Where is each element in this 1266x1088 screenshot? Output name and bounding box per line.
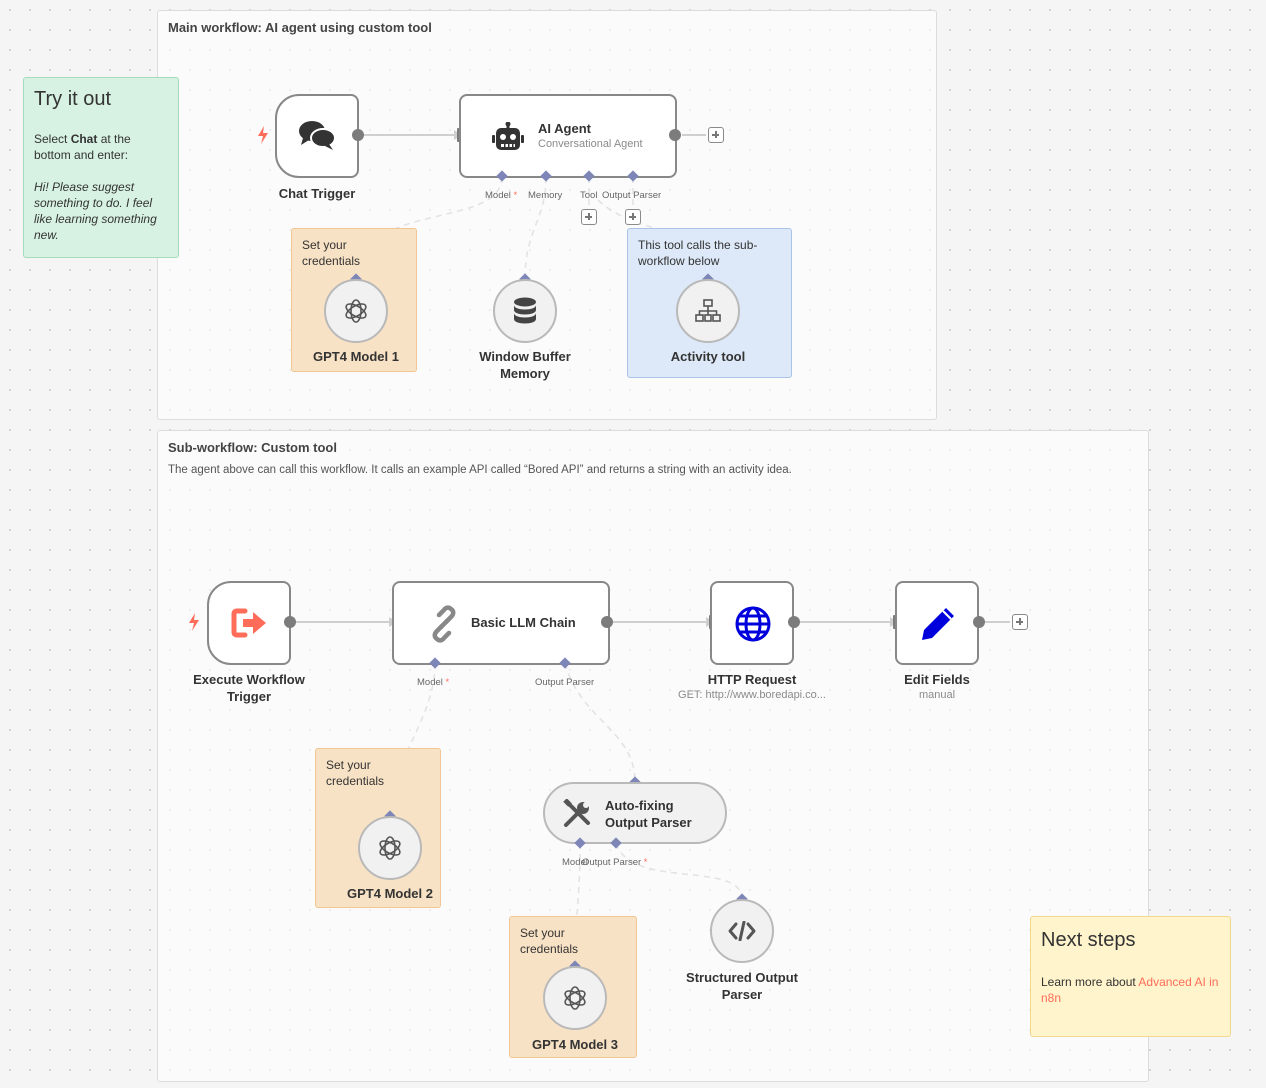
execute-workflow-trigger-node[interactable] [207, 581, 291, 665]
basic-llm-chain-node[interactable]: Basic LLM Chain [392, 581, 610, 665]
main-workflow-title: Main workflow: AI agent using custom too… [168, 20, 432, 35]
openai-icon [564, 986, 586, 1010]
auto-fixing-output-parser-node[interactable]: Auto-fixing Output Parser [543, 782, 727, 844]
pen-icon [922, 608, 954, 640]
gpt4-model-3-node[interactable] [543, 966, 607, 1030]
gpt4-model-3-label: GPT4 Model 3 [532, 1037, 618, 1052]
window-buffer-memory-node[interactable] [493, 279, 557, 343]
sticky-credentials-2-text: Set your credentials [326, 758, 385, 788]
exec-trigger-output-port[interactable] [284, 616, 296, 628]
sticky-credentials-3-text: Set your credentials [520, 926, 579, 956]
sticky-next-title: Next steps [1041, 929, 1136, 951]
sticky-next-steps[interactable]: Next steps Learn more about Advanced AI … [1030, 916, 1231, 1037]
sticky-try-text-bold: Chat [70, 132, 98, 146]
ai-agent-output-parser-label: Output Parser [602, 190, 662, 201]
gpt4-model-1-node[interactable] [324, 279, 388, 343]
sticky-try-instruction: Select Chat at the bottom and enter: [34, 131, 168, 163]
ai-agent-add-button[interactable] [708, 127, 724, 143]
execute-workflow-trigger-label: Execute Workflow Trigger [193, 672, 305, 704]
http-request-node[interactable] [710, 581, 794, 665]
llm-chain-model-label: Model * [417, 677, 449, 688]
edit-fields-subtitle: manual [918, 689, 956, 701]
fix-output-text: Output Parser [582, 857, 642, 868]
edit-fields-add-button[interactable] [1012, 614, 1028, 630]
sub-workflow-group: Sub-workflow: Custom tool The agent abov… [157, 430, 1149, 1082]
ai-agent-subtitle: Conversational Agent [538, 138, 643, 150]
structured-output-parser-label: Structured Output Parser [686, 970, 798, 1002]
sticky-try-example: Hi! Please suggest something to do. I fe… [34, 180, 157, 242]
ai-agent-tool-label: Tool [580, 190, 598, 201]
ai-agent-node[interactable]: AI Agent Conversational Agent [459, 94, 677, 178]
chain-model-text: Model [417, 677, 443, 688]
gpt4-model-2-node[interactable] [358, 816, 422, 880]
ai-agent-add-output-parser-button[interactable] [625, 209, 641, 225]
llm-chain-output-port[interactable] [601, 616, 613, 628]
http-request-subtitle: GET: http://www.boredapi.co... [678, 689, 826, 701]
sticky-try-text-pre: Select [34, 132, 71, 146]
chat-trigger-node[interactable] [275, 94, 359, 178]
edit-fields-node[interactable] [895, 581, 979, 665]
agent-model-text: Model [485, 190, 511, 201]
sticky-try-title: Try it out [34, 88, 112, 110]
chat-trigger-output-port[interactable] [352, 129, 364, 141]
edit-fields-label: Edit Fields [904, 672, 970, 687]
database-icon [514, 297, 536, 324]
globe-icon [735, 606, 771, 642]
sticky-next-text-pre: Learn more about [1041, 975, 1139, 989]
auto-fixing-label: Auto-fixing Output Parser [605, 798, 692, 830]
gpt4-model-2-label: GPT4 Model 2 [347, 886, 433, 901]
window-buffer-memory-label: Window Buffer Memory [479, 349, 571, 381]
gpt4-model-1-label: GPT4 Model 1 [313, 349, 399, 364]
http-request-label: HTTP Request [707, 672, 797, 687]
sign-out-icon [231, 608, 266, 638]
robot-icon [492, 122, 524, 150]
openai-icon [345, 299, 367, 323]
chain-model-required-mark: * [445, 677, 450, 688]
sub-workflow-description: The agent above can call this workflow. … [168, 464, 792, 476]
advanced-ai-link[interactable]: Advanced AI in n8n [1041, 975, 1219, 1005]
structured-output-parser-node[interactable] [710, 899, 774, 963]
agent-model-required-mark: * [513, 190, 518, 201]
ai-agent-model-label: Model * [485, 190, 517, 201]
trigger-bolt-icon [258, 126, 268, 144]
edit-fields-output-port[interactable] [973, 616, 985, 628]
ai-agent-output-port[interactable] [669, 129, 681, 141]
activity-tool-label: Activity tool [670, 349, 746, 364]
http-output-port[interactable] [788, 616, 800, 628]
autofix-model-label: Model [562, 857, 588, 868]
sitemap-icon [695, 299, 721, 322]
sticky-try-it-out[interactable]: Try it out Select Chat at the bottom and… [23, 77, 179, 258]
ai-agent-label: AI Agent [538, 121, 591, 136]
activity-tool-node[interactable] [676, 279, 740, 343]
autofix-output-parser-label: Output Parser * [582, 857, 647, 868]
ai-agent-memory-label: Memory [528, 190, 563, 201]
main-workflow-group: Main workflow: AI agent using custom too… [157, 10, 937, 420]
sub-workflow-title: Sub-workflow: Custom tool [168, 440, 337, 455]
code-icon [728, 921, 756, 941]
ai-agent-add-tool-button[interactable] [581, 209, 597, 225]
exec-trigger-bolt-icon [189, 613, 199, 631]
tools-icon [563, 799, 590, 827]
sticky-tool-note-text: This tool calls the sub-workflow below [638, 238, 758, 268]
sticky-try-text-post: at the bottom and enter: [34, 132, 131, 162]
llm-chain-output-parser-label: Output Parser [535, 677, 595, 688]
chat-trigger-label: Chat Trigger [278, 186, 356, 201]
openai-icon [379, 836, 401, 860]
chat-bubbles-icon [299, 121, 336, 150]
basic-llm-chain-label: Basic LLM Chain [471, 615, 576, 630]
fix-output-required-mark: * [643, 857, 648, 868]
link-icon [432, 605, 456, 643]
sticky-credentials-2[interactable]: Set your credentials [315, 748, 441, 908]
sticky-credentials-1-text: Set your credentials [302, 238, 361, 268]
sticky-next-text: Learn more about Advanced AI in n8n [1041, 974, 1220, 1006]
